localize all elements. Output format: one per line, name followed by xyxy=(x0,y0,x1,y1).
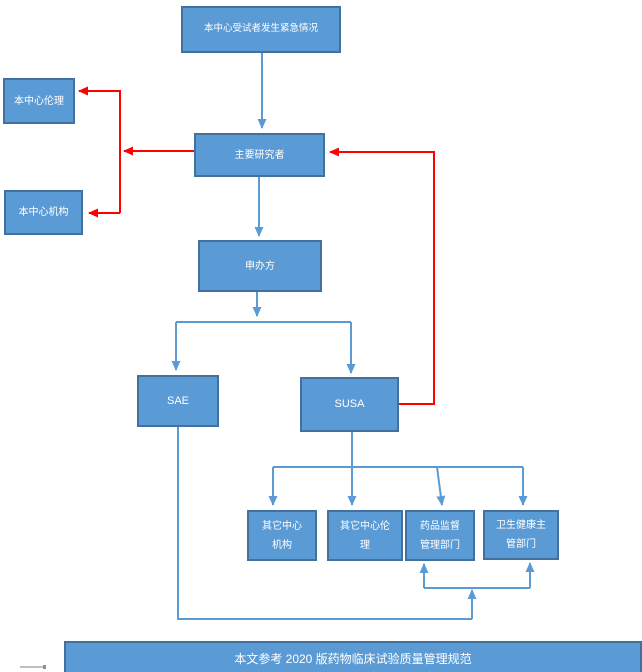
node-label: 其它中心伦 xyxy=(340,520,390,532)
arrow-susa-to-pi xyxy=(329,147,435,405)
node-center-institution: 本中心机构 xyxy=(4,190,83,235)
node-label: 本中心受试者发生紧急情况 xyxy=(203,23,318,35)
node-label: 申办方 xyxy=(245,260,275,272)
node-label: 管理部门 xyxy=(420,539,460,551)
node-label: 理 xyxy=(360,539,370,551)
node-label: 药品监督 xyxy=(420,520,460,532)
node-label: SAE xyxy=(166,394,189,407)
line-sae-bottom-loop xyxy=(177,427,472,620)
node-sae: SAE xyxy=(137,375,219,427)
node-label: 本中心机构 xyxy=(18,207,69,218)
arrow-to-drug-admin-top xyxy=(436,466,446,506)
footer-reference-text: 本文参考 2020 版药物临床试验质量管理规范 xyxy=(234,651,472,666)
node-other-center-ethics: 其它中心伦 理 xyxy=(327,510,403,561)
node-label: 管部门 xyxy=(506,539,536,550)
footer-reference-banner: 本文参考 2020 版药物临床试验质量管理规范 xyxy=(64,641,642,672)
node-label: 卫生健康主 xyxy=(496,520,546,531)
node-center-emergency: 本中心受试者发生紧急情况 xyxy=(181,6,341,53)
node-label: 主要研究者 xyxy=(234,149,285,161)
node-label: 本中心伦理 xyxy=(14,95,64,107)
node-label: 机构 xyxy=(272,539,292,551)
node-label: 其它中心 xyxy=(262,520,302,532)
node-principal-investigator: 主要研究者 xyxy=(194,133,325,177)
node-drug-regulatory-dept: 药品监督 管理部门 xyxy=(405,510,475,561)
node-other-center-institution: 其它中心 机构 xyxy=(247,510,317,561)
node-label: SUSA xyxy=(334,398,365,411)
node-sponsor: 申办方 xyxy=(198,240,322,292)
stray-gray-line xyxy=(20,665,46,669)
node-center-ethics: 本中心伦理 xyxy=(3,78,75,124)
node-susa: SUSA xyxy=(300,377,399,432)
node-health-authority: 卫生健康主 管部门 xyxy=(483,510,559,560)
